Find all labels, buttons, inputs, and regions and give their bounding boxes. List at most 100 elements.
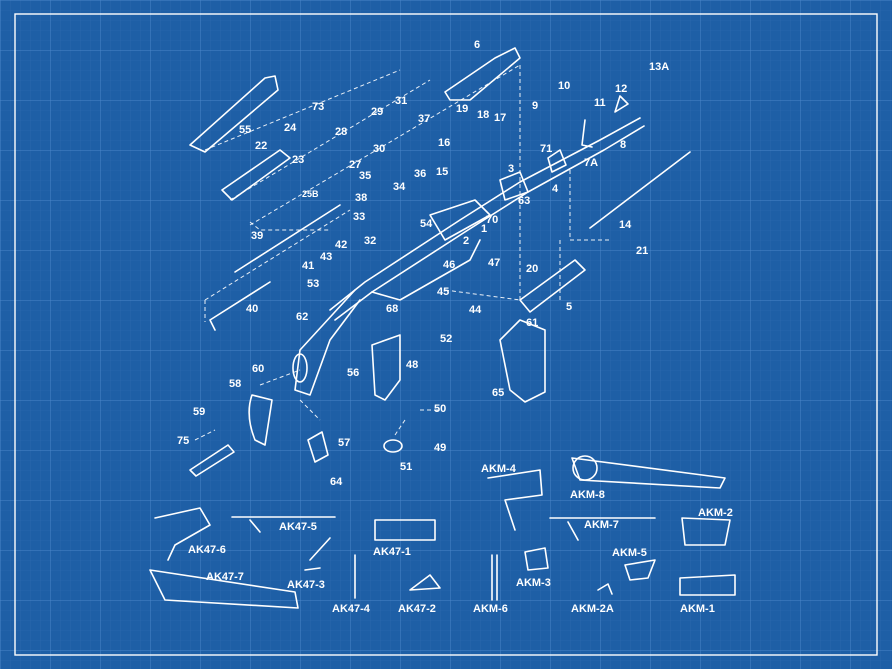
label-42: 42 (335, 239, 347, 251)
label-24: 24 (284, 122, 297, 134)
blueprint-border (14, 13, 878, 656)
label-37: 37 (418, 113, 430, 125)
label-71: 71 (540, 143, 552, 155)
label-ak47-6: AK47-6 (188, 544, 226, 556)
label-52: 52 (440, 333, 452, 345)
guide-rod-part (209, 281, 271, 331)
assembly-guide-lines (194, 64, 610, 441)
label-47: 47 (488, 257, 500, 269)
label-ak47-3: AK47-3 (287, 579, 325, 591)
label-27: 27 (349, 159, 361, 171)
label-33: 33 (353, 211, 365, 223)
label-11: 11 (594, 97, 606, 109)
label-65: 65 (492, 387, 504, 399)
label-ak47-2: AK47-2 (398, 603, 436, 615)
buttplate-part (248, 394, 273, 446)
label-75: 75 (177, 435, 189, 447)
label-ak47-1: AK47-1 (373, 546, 411, 558)
label-54: 54 (420, 218, 433, 230)
magazine-part (499, 319, 546, 403)
label-63: 63 (518, 195, 530, 207)
label-38: 38 (355, 192, 367, 204)
label-34: 34 (393, 181, 406, 193)
label-13a: 13A (649, 61, 669, 73)
label-40: 40 (246, 303, 258, 315)
label-akm-4: AKM-4 (481, 463, 517, 475)
label-16: 16 (438, 137, 450, 149)
label-12: 12 (615, 83, 627, 95)
label-46: 46 (443, 259, 455, 271)
label-14: 14 (619, 219, 632, 231)
label-8: 8 (620, 139, 626, 151)
label-akm-8: AKM-8 (570, 489, 605, 501)
label-59: 59 (193, 406, 205, 418)
label-7a: 7A (584, 157, 598, 169)
label-5: 5 (566, 301, 572, 313)
stock-part (292, 289, 361, 396)
label-44: 44 (469, 304, 482, 316)
label-28: 28 (335, 126, 347, 138)
label-49: 49 (434, 442, 446, 454)
label-akm-5: AKM-5 (612, 547, 647, 559)
receiver-assembly (329, 95, 645, 321)
upper-handguard-part (444, 47, 521, 101)
recoil-spring-part (234, 204, 341, 273)
label-ak47-4: AK47-4 (332, 603, 371, 615)
label-51: 51 (400, 461, 412, 473)
label-19: 19 (456, 103, 468, 115)
label-akm-3: AKM-3 (516, 577, 551, 589)
label-18: 18 (477, 109, 489, 121)
pistol-grip-part (371, 334, 401, 401)
label-22: 22 (255, 140, 267, 152)
washer-part (383, 439, 403, 453)
label-6: 6 (474, 39, 480, 51)
label-21: 21 (636, 245, 648, 257)
label-15: 15 (436, 166, 448, 178)
label-3: 3 (508, 163, 514, 175)
label-35: 35 (359, 170, 371, 182)
label-10: 10 (558, 80, 570, 92)
label-50: 50 (434, 403, 446, 415)
label-akm-7: AKM-7 (584, 519, 619, 531)
label-41: 41 (302, 260, 314, 272)
label-9: 9 (532, 100, 538, 112)
label-ak47-5: AK47-5 (279, 521, 317, 533)
label-48: 48 (406, 359, 418, 371)
label-68: 68 (386, 303, 398, 315)
label-20: 20 (526, 263, 538, 275)
label-39: 39 (251, 230, 263, 242)
trigger-part (307, 431, 329, 463)
label-29: 29 (371, 106, 383, 118)
label-56: 56 (347, 367, 359, 379)
label-36: 36 (414, 168, 426, 180)
label-73: 73 (312, 101, 324, 113)
label-32: 32 (364, 235, 376, 247)
part-number-labels: 6 13A 10 9 12 11 8 7A 71 73 31 29 24 28 … (177, 39, 733, 615)
label-62: 62 (296, 311, 308, 323)
gas-tube-part (189, 75, 291, 201)
lower-variant-parts (149, 455, 736, 609)
cleaning-rod-part (589, 151, 691, 229)
label-23: 23 (292, 154, 304, 166)
label-45: 45 (437, 286, 449, 298)
label-akm-2: AKM-2 (698, 507, 733, 519)
cartridge-part (189, 444, 235, 477)
label-57: 57 (338, 437, 350, 449)
label-30: 30 (373, 143, 385, 155)
label-61: 61 (526, 317, 538, 329)
label-ak47-7: AK47-7 (206, 571, 244, 583)
label-43: 43 (320, 251, 332, 263)
lower-handguard-part (519, 259, 586, 313)
label-akm-2a: AKM-2A (571, 603, 614, 615)
label-4: 4 (552, 183, 559, 195)
label-akm-1: AKM-1 (680, 603, 715, 615)
label-25b: 25B (302, 189, 319, 199)
label-1: 1 (481, 223, 487, 235)
label-64: 64 (330, 476, 343, 488)
label-31: 31 (395, 95, 407, 107)
label-55: 55 (239, 124, 251, 136)
label-17: 17 (494, 112, 506, 124)
label-2: 2 (463, 235, 469, 247)
